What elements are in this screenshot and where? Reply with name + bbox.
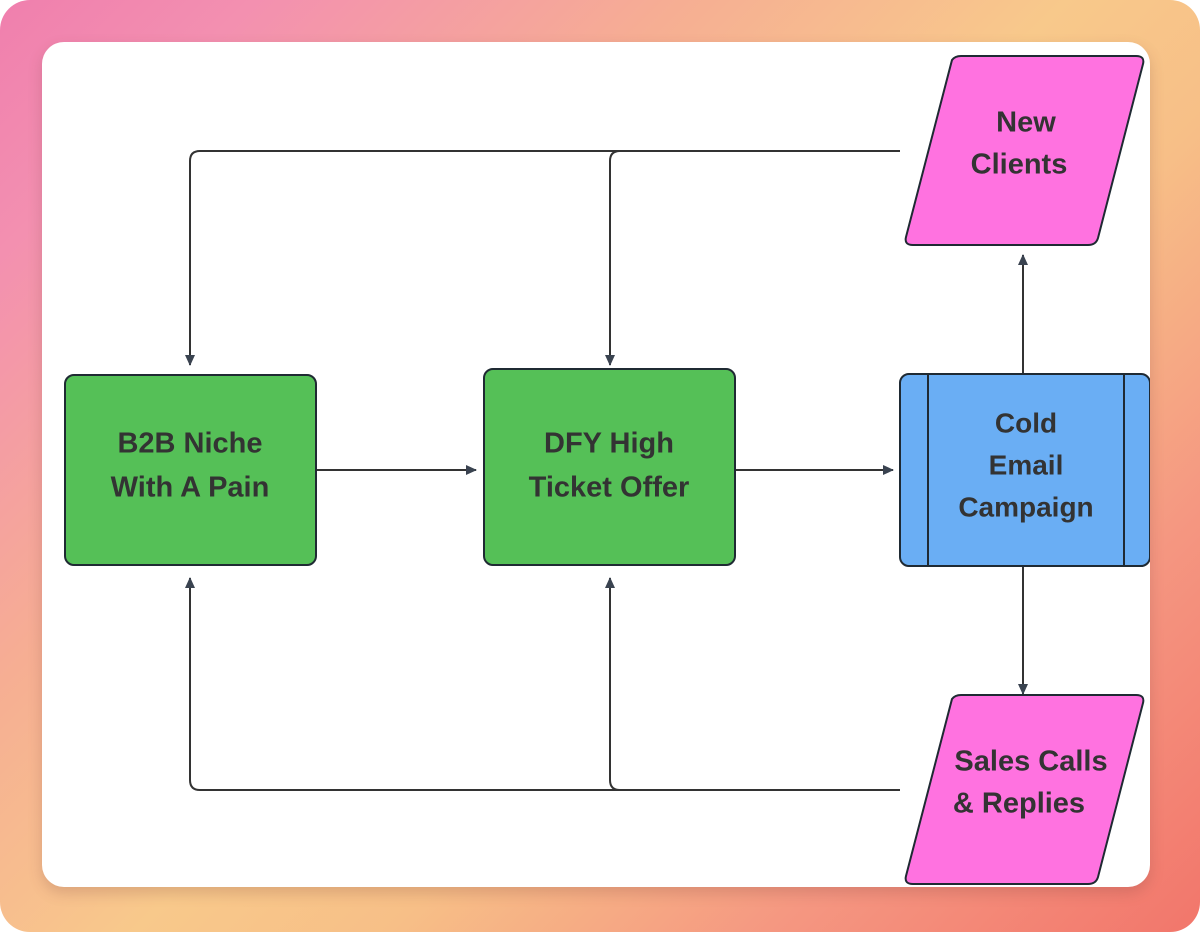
node-dfy-offer-shape — [483, 368, 736, 566]
node-cold-email-campaign-shape — [899, 373, 1150, 567]
edge-clients-to-niche — [185, 150, 900, 366]
node-new-clients-label-line1: New — [996, 107, 1056, 139]
node-dfy-offer-label-line1: DFY High — [544, 428, 674, 460]
node-sales-calls-replies-shape — [904, 694, 1145, 885]
node-cold-email-campaign[interactable]: Cold Email Campaign — [899, 373, 1150, 567]
node-new-clients-shape — [904, 55, 1145, 246]
node-b2b-niche-label-line2: With A Pain — [111, 472, 270, 504]
edge-clients-to-offer — [605, 150, 900, 366]
node-cold-email-campaign-label-line3: Campaign — [958, 491, 1093, 522]
node-new-clients[interactable]: New Clients — [904, 55, 1145, 246]
flowchart-diagram: B2B Niche With A Pain DFY High Ticket Of… — [64, 55, 1150, 885]
edge-replies-to-offer — [605, 577, 900, 791]
node-sales-calls-replies-label-line1: Sales Calls — [954, 746, 1107, 778]
node-cold-email-campaign-label-line2: Email — [989, 449, 1064, 480]
node-b2b-niche-shape — [64, 374, 317, 566]
node-cold-email-campaign-label-line1: Cold — [995, 407, 1057, 438]
node-dfy-offer[interactable]: DFY High Ticket Offer — [483, 368, 736, 566]
node-b2b-niche[interactable]: B2B Niche With A Pain — [64, 374, 317, 566]
diagram-card: B2B Niche With A Pain DFY High Ticket Of… — [42, 42, 1150, 887]
node-sales-calls-replies-label-line2: & Replies — [953, 788, 1085, 820]
node-sales-calls-replies[interactable]: Sales Calls & Replies — [904, 694, 1145, 885]
node-dfy-offer-label-line2: Ticket Offer — [529, 472, 690, 504]
node-b2b-niche-label-line1: B2B Niche — [117, 428, 262, 460]
edge-layer — [185, 150, 1028, 791]
edge-replies-to-niche — [185, 577, 900, 791]
node-new-clients-label-line2: Clients — [971, 149, 1068, 181]
